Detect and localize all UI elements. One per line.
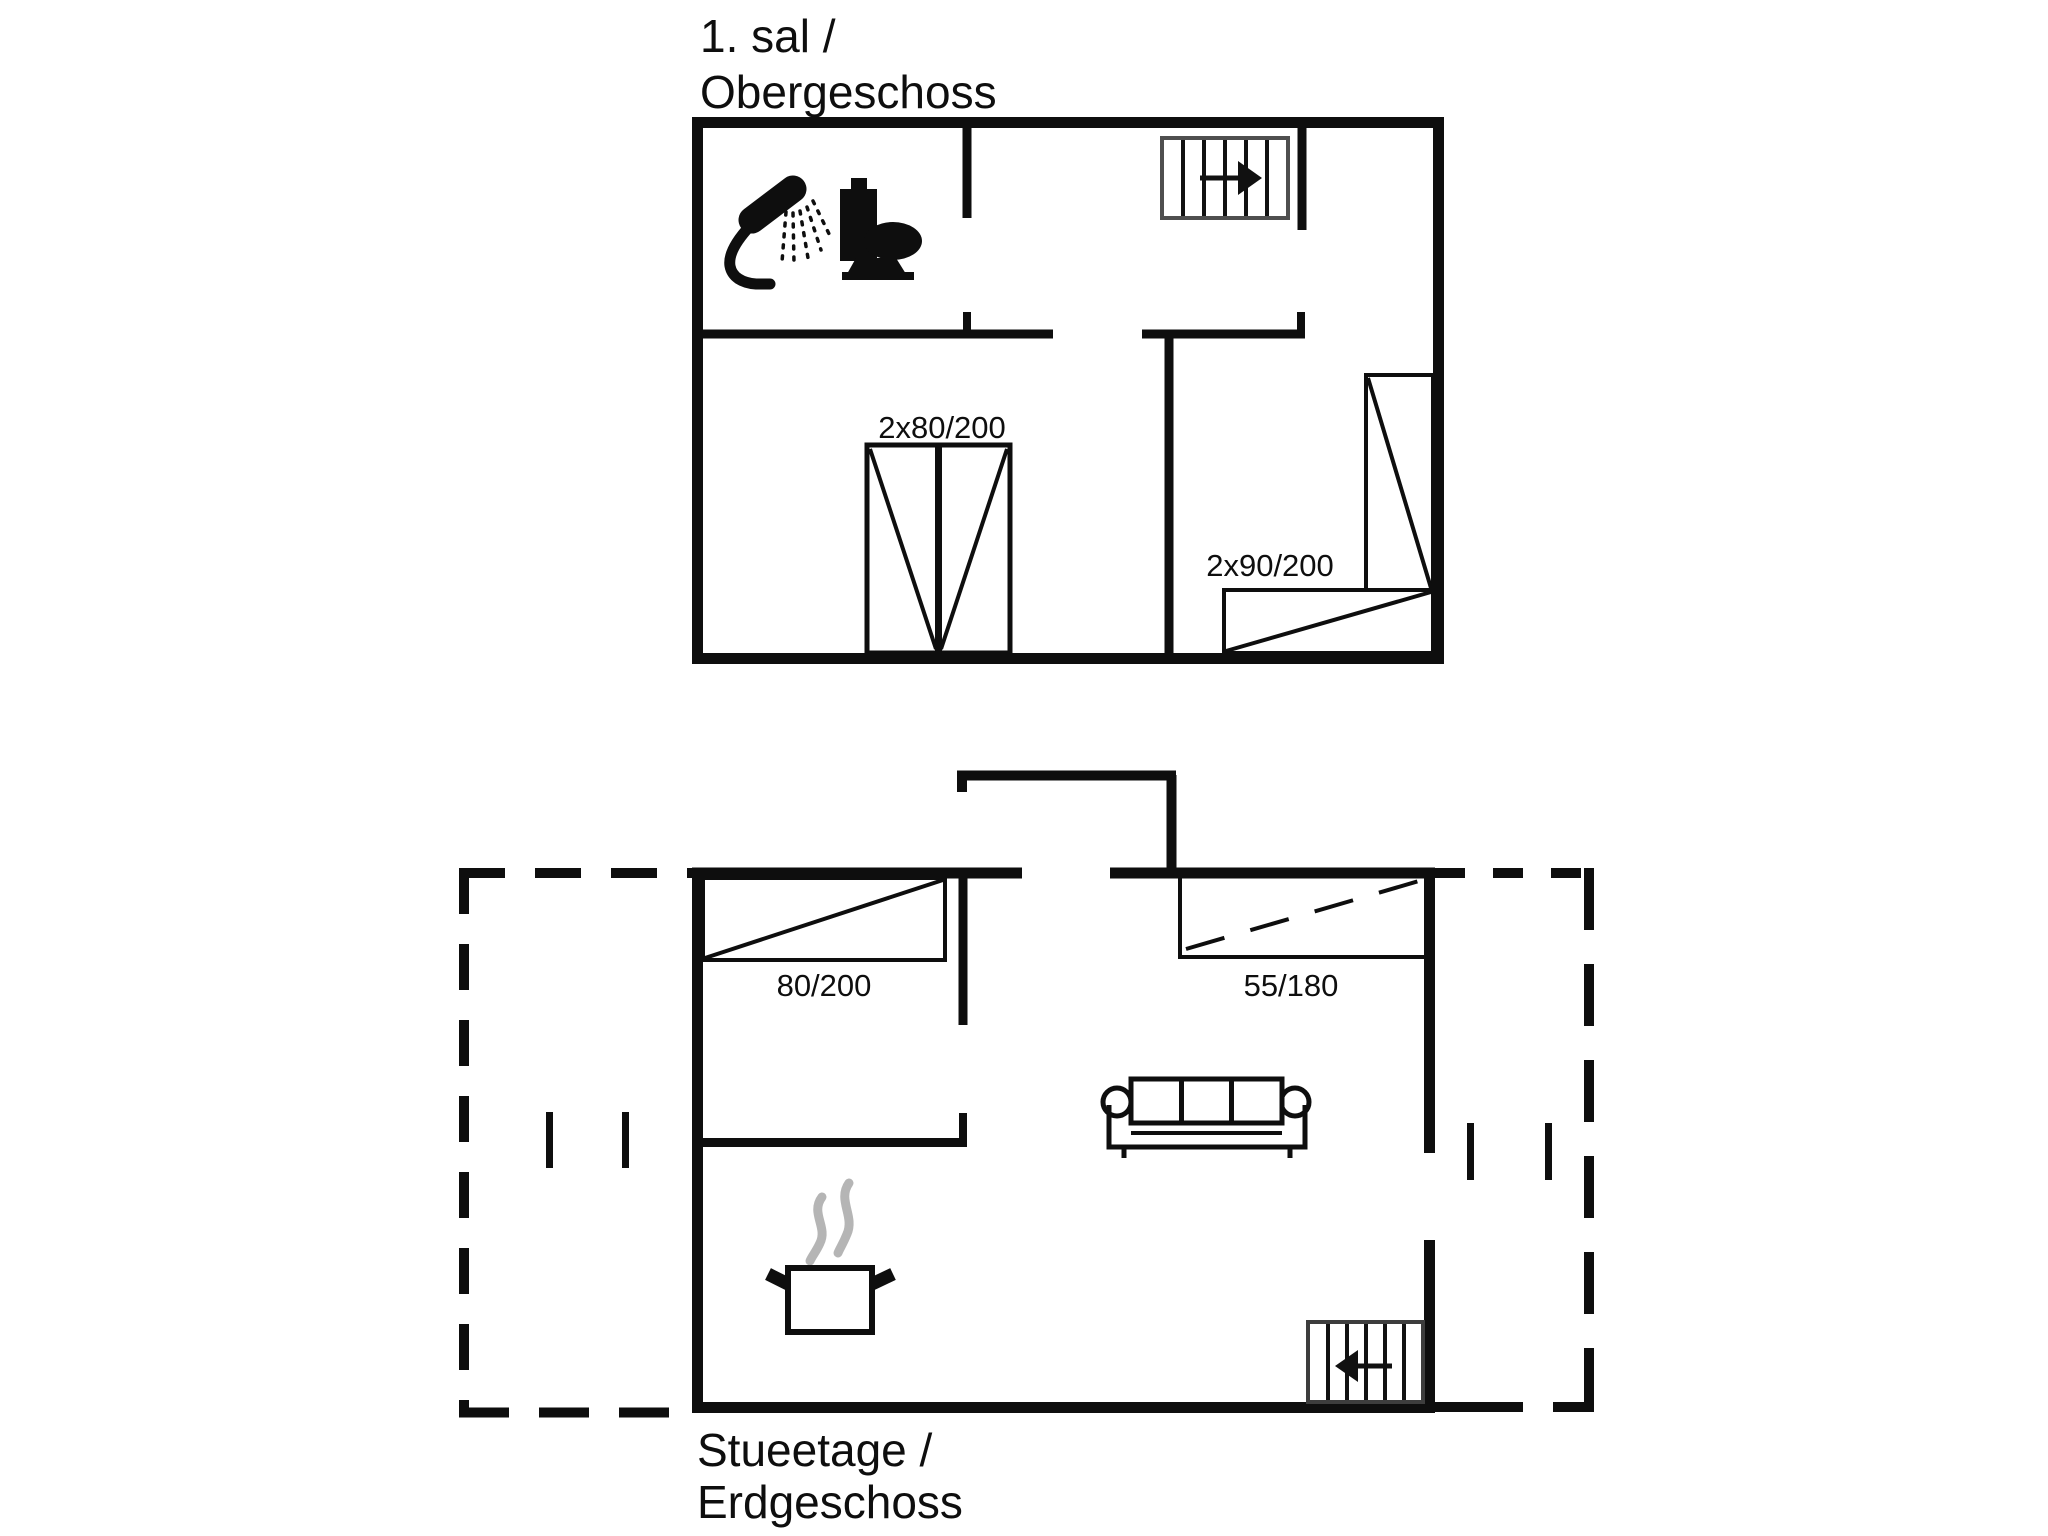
shower-hose	[724, 220, 776, 290]
steam-icon	[805, 1178, 854, 1266]
upper-floor-title-line1: 1. sal /	[700, 10, 836, 62]
stairs-up-icon	[1160, 136, 1290, 220]
bed-dimension-label: 2x90/200	[1206, 548, 1334, 583]
ground-floor-plan: 80/200 55/180	[459, 770, 1594, 1528]
cooking-pot-icon	[765, 1178, 896, 1335]
double-bed-symbol	[1222, 373, 1435, 655]
porch-walls	[957, 770, 1177, 873]
shower-icon	[724, 175, 834, 290]
ground-bed-dimension-label: 80/200	[777, 968, 872, 1003]
toilet-icon	[840, 178, 922, 280]
upper-floor-plan: 1. sal / Obergeschoss	[692, 10, 1444, 664]
wardrobe-symbol	[864, 442, 1013, 656]
upper-outer-walls	[692, 117, 1444, 664]
ground-floor-title-line1: Stueetage /	[697, 1424, 933, 1476]
upper-interior-walls	[697, 128, 1307, 653]
stair-arrow-head	[1238, 161, 1262, 195]
sofa-icon	[1100, 1076, 1312, 1158]
stair-arrow-head	[1335, 1350, 1358, 1382]
left-terrace-outline	[459, 868, 692, 1418]
window-symbol	[1178, 878, 1424, 959]
upper-floor-title-line2: Obergeschoss	[700, 66, 997, 118]
pot-handle	[765, 1268, 791, 1290]
shower-spray	[780, 199, 834, 265]
left-terrace-posts	[546, 1112, 629, 1168]
window-dimension-label: 55/180	[1244, 968, 1339, 1003]
stairs-down-icon	[1306, 1320, 1425, 1404]
shower-head	[738, 175, 807, 234]
right-terrace-posts	[1467, 1123, 1552, 1180]
ground-floor-title-line2: Erdgeschoss	[697, 1476, 963, 1528]
pot-body	[785, 1265, 875, 1335]
ground-interior-walls	[703, 868, 968, 1147]
right-terrace-outline	[1435, 868, 1594, 1413]
bed-symbol	[701, 876, 947, 962]
wardrobe-dimension-label: 2x80/200	[878, 410, 1006, 445]
pot-handle	[869, 1268, 896, 1290]
